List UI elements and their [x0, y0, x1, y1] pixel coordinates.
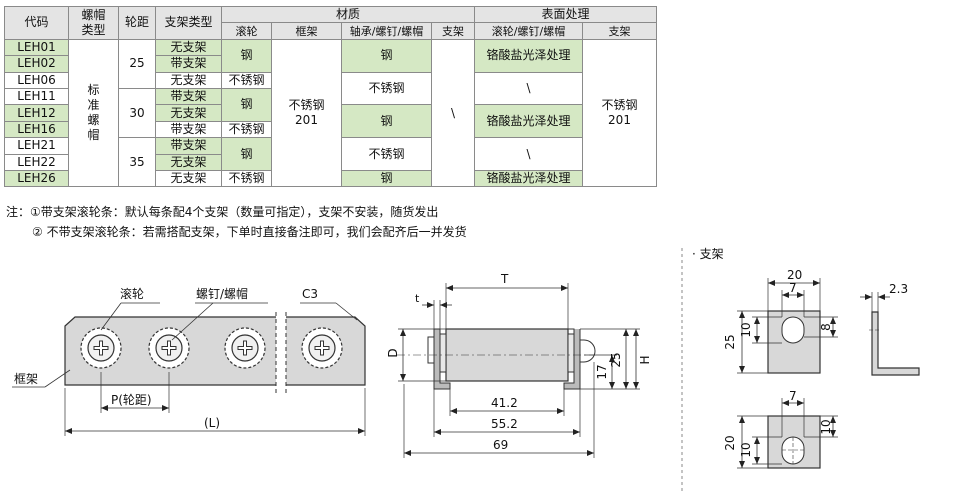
roller-cell: 钢 — [221, 87, 272, 122]
dim-69-label: 69 — [493, 438, 508, 452]
pitch-label: P(轮距) — [111, 393, 152, 407]
screw-nut-label: 螺钉/螺帽 — [196, 286, 248, 301]
dim-17-label: 17 — [595, 364, 609, 379]
b-20-bottom: 20 — [723, 435, 737, 450]
dim-41-label: 41.2 — [491, 396, 518, 410]
length-label: (L) — [204, 416, 220, 430]
note-line-1: 注：①带支架滚轮条：默认每条配4个支架（数量可指定），支架不安装，随货发出 — [6, 205, 439, 219]
note-line-2: ② 不带支架滚轮条：若需搭配支架，下单时直接备注即可，我们会配齐后一并发货 — [32, 225, 467, 239]
dim-55-label: 55.2 — [491, 417, 518, 431]
b-8: 8 — [819, 323, 833, 331]
pitch-cell: 30 — [118, 87, 156, 139]
bracket-detail: · 支架 20 7 25 10 8 2.3 — [692, 247, 920, 469]
roller-icon — [224, 327, 266, 369]
b-25: 25 — [723, 334, 737, 349]
frame-cell: 不锈钢 201 — [271, 38, 342, 188]
t-label: T — [500, 272, 509, 286]
code-cell: LEH11 — [4, 87, 69, 106]
code-cell: LEH01 — [4, 38, 69, 57]
t-small-label: t — [415, 292, 420, 305]
side-view: T t D 17 25 H 41.2 55.2 69 — [386, 272, 652, 458]
surface-cell: 铬酸盐光泽处理 — [474, 169, 583, 188]
surface-cell: 铬酸盐光泽处理 — [474, 38, 583, 73]
code-cell: LEH02 — [4, 55, 69, 73]
roller-cell: 钢 — [221, 137, 272, 171]
b-10-left: 10 — [739, 322, 753, 337]
b-7-bottom: 7 — [789, 389, 797, 403]
dim-25-label: 25 — [609, 352, 623, 367]
b-10-bottom-right: 10 — [819, 419, 833, 434]
bracket-type-cell: 带支架 — [155, 55, 222, 73]
bracket-type-cell: 无支架 — [155, 169, 222, 188]
header-bearing: 轴承/螺钉/螺帽 — [341, 22, 432, 40]
header-frame: 框架 — [271, 22, 342, 40]
bracket-cell: \ — [431, 38, 475, 188]
bracket-side — [871, 311, 920, 376]
surface-cell: 铬酸盐光泽处理 — [474, 104, 583, 139]
header-surface-bracket: 支架 — [582, 22, 657, 40]
frame-label: 框架 — [14, 372, 38, 386]
header-bracket-type: 支架类型 — [155, 6, 222, 40]
b-7-top: 7 — [789, 281, 797, 295]
header-code: 代码 — [4, 6, 69, 40]
header-surface-roller: 滚轮/螺钉/螺帽 — [474, 22, 583, 40]
code-cell: LEH06 — [4, 71, 69, 89]
bearing-cell: 钢 — [341, 169, 432, 188]
b-2-3: 2.3 — [889, 282, 908, 296]
roller-cell: 不锈钢 — [221, 169, 272, 188]
header-roller: 滚轮 — [221, 22, 272, 40]
bracket-title: · 支架 — [692, 247, 724, 261]
bracket-type-cell: 无支架 — [155, 153, 222, 171]
roller-icon — [301, 327, 343, 369]
roller-label: 滚轮 — [120, 286, 144, 301]
roller-icon — [80, 327, 122, 369]
bearing-cell: 不锈钢 — [341, 137, 432, 171]
code-cell: LEH16 — [4, 120, 69, 139]
header-surface: 表面处理 — [474, 5, 657, 24]
spec-table: 代码 螺帽 类型 轮距 支架类型 材质 表面处理 滚轮 框架 轴承/螺钉/螺帽 … — [4, 5, 657, 188]
roller-icon — [148, 327, 190, 369]
front-view: 滚轮 螺钉/螺帽 C3 框架 P(轮距) (L) — [12, 286, 366, 436]
d-label: D — [386, 348, 400, 357]
bracket-slot — [781, 316, 805, 344]
break-gap — [276, 312, 286, 396]
bearing-cell: 钢 — [341, 104, 432, 139]
header-pitch: 轮距 — [118, 6, 156, 40]
surface-bracket-cell: 不锈钢 201 — [582, 38, 657, 188]
h-label: H — [638, 355, 652, 364]
header-bracket: 支架 — [431, 22, 475, 40]
code-cell: LEH26 — [4, 169, 69, 188]
code-cell: LEH12 — [4, 104, 69, 122]
c3-label: C3 — [302, 287, 318, 301]
b-10-bottom-left: 10 — [739, 442, 753, 457]
roller-cell: 不锈钢 — [221, 71, 272, 89]
bracket-type-cell: 带支架 — [155, 120, 222, 139]
bracket-type-cell: 无支架 — [155, 38, 222, 57]
roller-cell: 不锈钢 — [221, 120, 272, 139]
frame-body — [64, 316, 366, 386]
nut-type-cell: 标 准 螺 帽 — [68, 38, 119, 188]
b-20-top: 20 — [787, 268, 802, 282]
surface-cell: \ — [474, 71, 583, 106]
header-material: 材质 — [221, 5, 475, 24]
roller-cell: 钢 — [221, 38, 272, 73]
bracket-type-cell: 无支架 — [155, 104, 222, 122]
